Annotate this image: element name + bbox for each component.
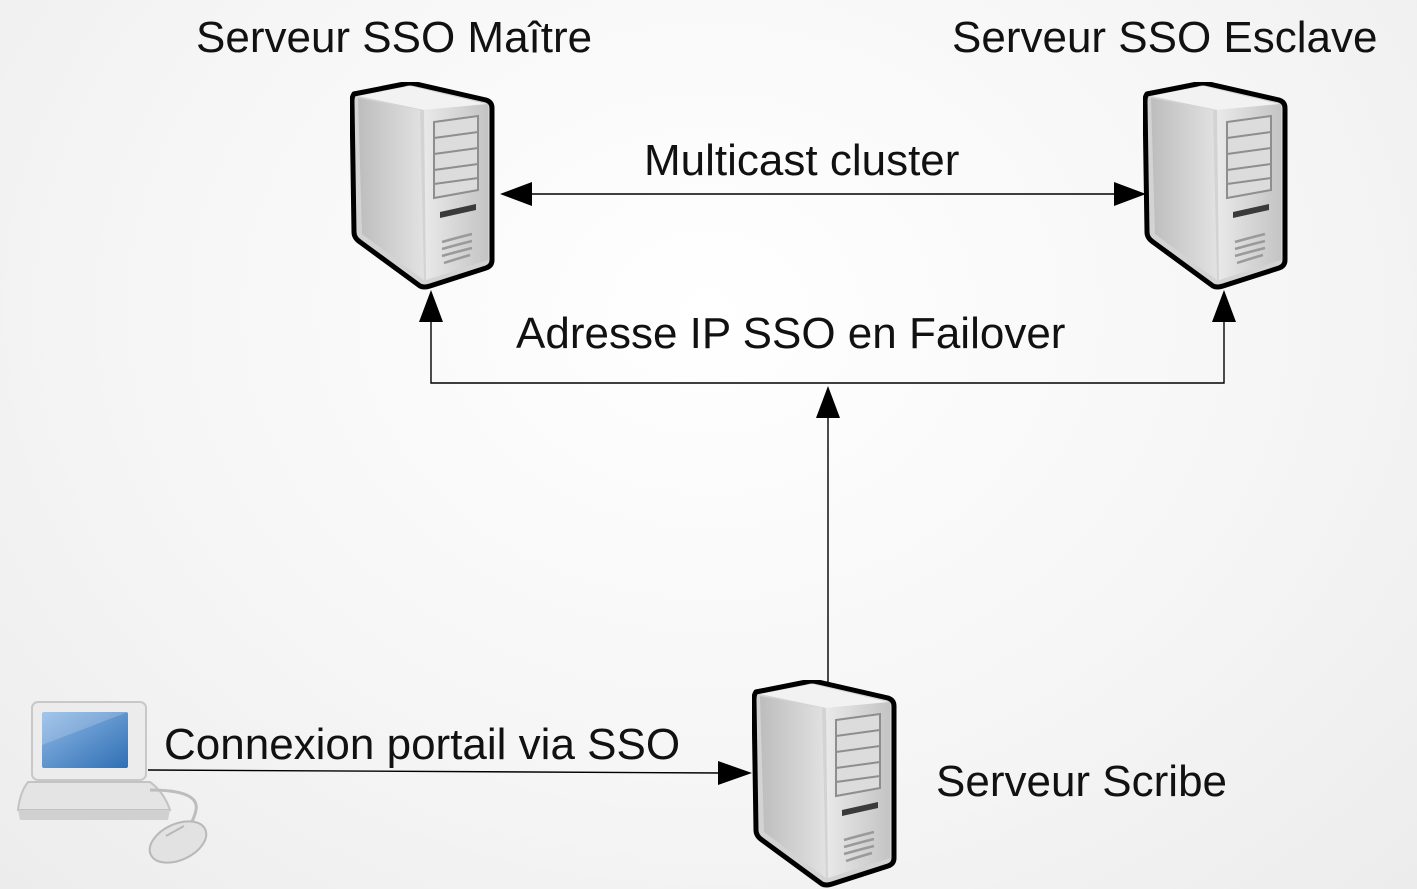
slave-server-label: Serveur SSO Esclave: [952, 13, 1378, 62]
master-server-label: Serveur SSO Maître: [196, 13, 593, 62]
server-tower-icon: [352, 83, 492, 288]
failover-bracket-line: [430, 318, 1225, 384]
server-tower-icon: [1145, 83, 1285, 288]
portal-connection-line: [147, 769, 723, 774]
scribe-arrowhead-up: [816, 386, 840, 418]
multicast-link-label: Multicast cluster: [644, 136, 960, 185]
failover-arrowhead-master: [419, 290, 443, 322]
portal-arrowhead: [718, 761, 752, 785]
failover-link-label: Adresse IP SSO en Failover: [516, 309, 1066, 358]
multicast-arrowhead-right: [1114, 182, 1146, 206]
portal-connection-label: Connexion portail via SSO: [164, 720, 681, 769]
multicast-arrowhead-left: [500, 182, 532, 206]
failover-arrowhead-slave: [1212, 290, 1236, 322]
server-tower-icon: [754, 681, 894, 886]
scribe-server-label: Serveur Scribe: [936, 757, 1228, 806]
laptop-computer-icon: [16, 701, 208, 864]
